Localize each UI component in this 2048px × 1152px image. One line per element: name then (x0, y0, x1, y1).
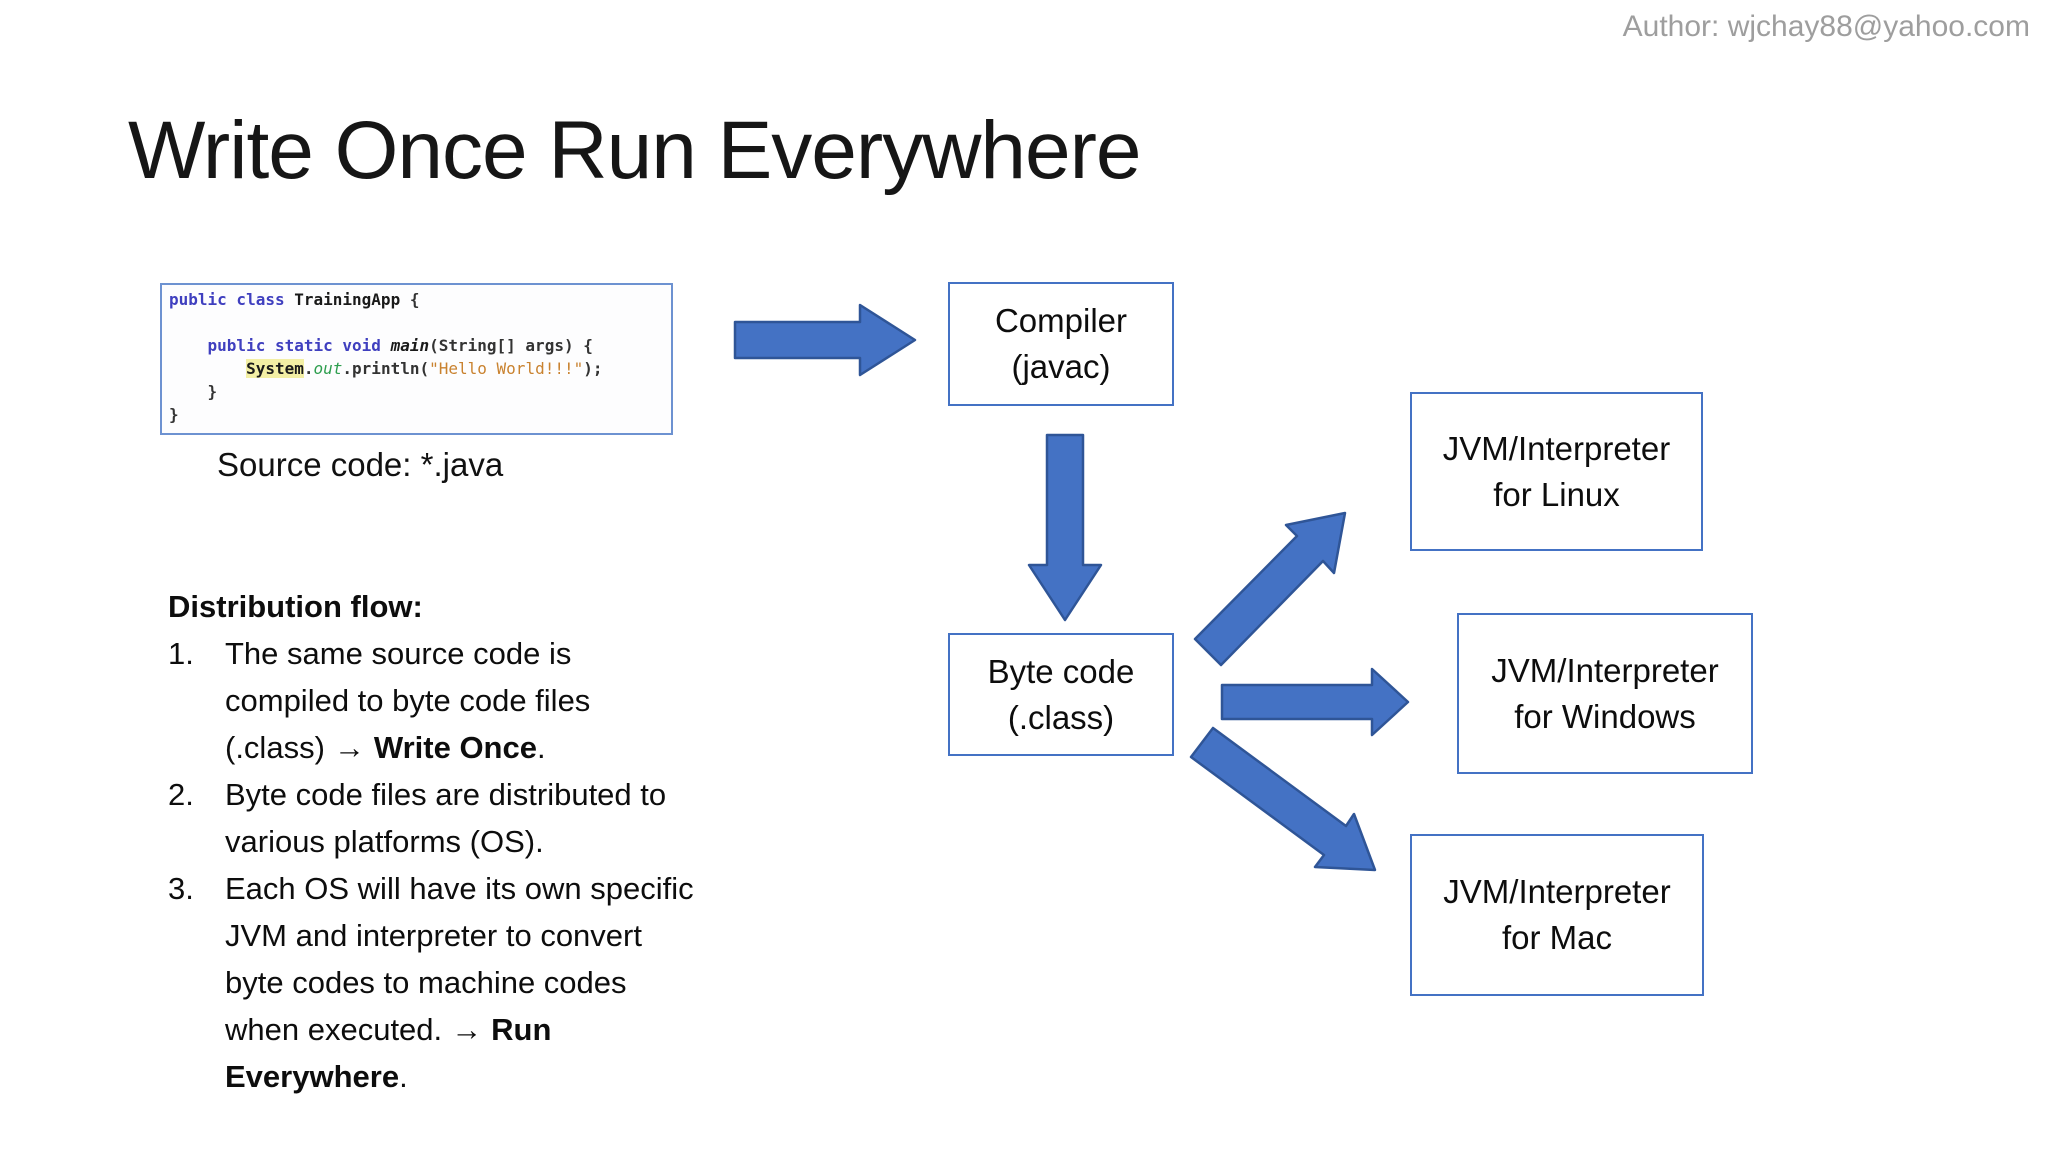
arrow-bytecode-to-windows (1220, 667, 1410, 737)
code-line-2 (169, 311, 664, 334)
list-item-text: Byte code files are distributed to vario… (225, 771, 808, 865)
compiler-node-line2: (javac) (1011, 348, 1111, 385)
list-number: 3. (168, 871, 194, 906)
right-arrow-glyph: → (451, 1012, 483, 1047)
jvm-windows-line1: JVM/Interpreter (1491, 651, 1719, 689)
code-line-5: } (169, 380, 664, 403)
emphasis-everywhere: Everywhere (225, 1059, 400, 1094)
arrow-bytecode-to-mac (1189, 726, 1377, 872)
jvm-linux-node: JVM/Interpreter for Linux (1410, 392, 1703, 551)
jvm-linux-line1: JVM/Interpreter (1442, 429, 1671, 467)
bytecode-node-line2: (.class) (1007, 698, 1115, 736)
author-credit: Author: wjchay88@yahoo.com (1622, 10, 2030, 43)
list-line: when executed. (225, 1012, 443, 1047)
list-line: . (399, 1059, 408, 1094)
emphasis-write-once: Write Once (373, 730, 537, 765)
code-keyword: public static void (207, 336, 391, 355)
code-plain: } (169, 382, 218, 401)
bytecode-node: Byte code (.class) (948, 633, 1174, 756)
jvm-mac-node: JVM/Interpreter for Mac (1410, 834, 1704, 996)
jvm-mac-line2: for Mac (1501, 919, 1613, 956)
code-plain: . (303, 359, 314, 378)
compiler-node-line1: Compiler (994, 302, 1128, 339)
list-item-3: 3. Each OS will have its own specific JV… (168, 865, 808, 1100)
list-line: The same source code is (225, 636, 572, 671)
code-line-6: } (169, 403, 664, 426)
jvm-linux-line2: for Linux (1493, 475, 1620, 513)
list-line: compiled to byte code files (225, 683, 591, 718)
code-plain: { (400, 290, 420, 309)
code-class-name: TrainingApp (294, 290, 401, 309)
page-title: Write Once Run Everywhere (128, 105, 1142, 196)
code-plain: ); (583, 359, 603, 378)
list-line: JVM and interpreter to convert (225, 918, 642, 953)
code-line-3: public static void main(String[] args) { (169, 334, 664, 357)
list-line: byte codes to machine codes (225, 965, 627, 1000)
code-line-1: public class TrainingApp { (169, 288, 664, 311)
code-keyword: public class (169, 290, 295, 309)
code-line-4: System.out.println("Hello World!!!"); (169, 357, 664, 380)
arrow-compiler-to-bytecode (1027, 433, 1103, 622)
list-item-text: Each OS will have its own specific JVM a… (225, 865, 808, 1100)
list-item-2: 2. Byte code files are distributed to va… (168, 771, 808, 865)
code-plain: } (169, 405, 179, 424)
list-line: . (536, 730, 546, 765)
list-line: various platforms (OS). (225, 824, 544, 859)
arrow-source-to-compiler (733, 303, 917, 377)
compiler-node: Compiler (javac) (948, 282, 1174, 406)
code-field-out: out (313, 359, 343, 378)
source-code-caption: Source code: *.java (217, 446, 504, 483)
list-item-text: The same source code is compiled to byte… (225, 630, 808, 771)
emphasis-run: Run (491, 1012, 552, 1047)
source-code-panel: public class TrainingApp { public static… (160, 283, 673, 435)
code-method-name: main (390, 336, 430, 355)
list-line: Byte code files are distributed to (225, 777, 667, 812)
code-highlighted-token: System (246, 359, 304, 378)
code-string-literal: "Hello World!!!" (429, 359, 584, 378)
code-indent (169, 336, 208, 355)
list-number: 1. (168, 636, 194, 671)
arrow-bytecode-to-linux (1193, 511, 1347, 667)
code-indent (169, 359, 246, 378)
list-line: (.class) (225, 730, 325, 765)
list-number: 2. (168, 777, 194, 812)
code-plain: .println( (342, 359, 430, 378)
list-line: Each OS will have its own specific (225, 871, 694, 906)
code-plain: (String[] args) { (429, 336, 593, 355)
right-arrow-glyph: → (333, 730, 365, 765)
distribution-flow-heading: Distribution flow: (168, 589, 423, 624)
bytecode-node-line1: Byte code (987, 652, 1135, 690)
jvm-windows-line2: for Windows (1514, 697, 1696, 735)
distribution-flow: Distribution flow: 1. The same source co… (168, 583, 808, 1100)
list-item-1: 1. The same source code is compiled to b… (168, 630, 808, 771)
jvm-mac-line1: JVM/Interpreter (1443, 873, 1671, 910)
jvm-windows-node: JVM/Interpreter for Windows (1457, 613, 1753, 774)
